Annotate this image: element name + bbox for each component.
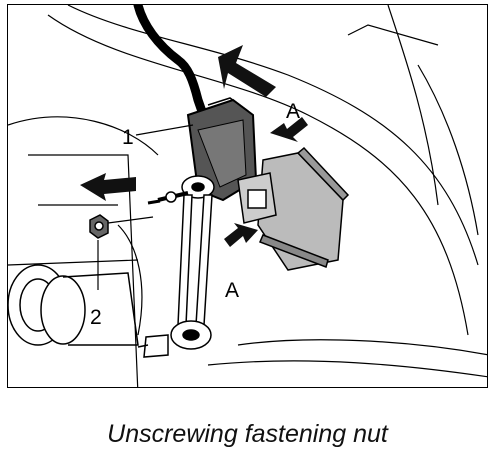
fastening-nut-icon [89, 214, 109, 239]
direction-arrow-icon [80, 45, 308, 247]
callout-label-a-bottom: A [225, 279, 240, 302]
sensor-cable-icon [133, 5, 211, 128]
technical-illustration [8, 5, 487, 387]
level-sensor-housing [237, 146, 350, 271]
axle-joint [8, 264, 139, 346]
figure-caption: Unscrewing fastening nut [107, 420, 388, 448]
leader-lines [97, 124, 194, 290]
body-contours [8, 5, 487, 387]
callout-label-1: 1 [122, 126, 134, 149]
figure-frame: 1 2 A A [7, 4, 488, 388]
callout-label-2: 2 [90, 306, 102, 329]
callout-label-a-top: A [286, 100, 301, 123]
linkage-rod-icon [137, 175, 215, 358]
